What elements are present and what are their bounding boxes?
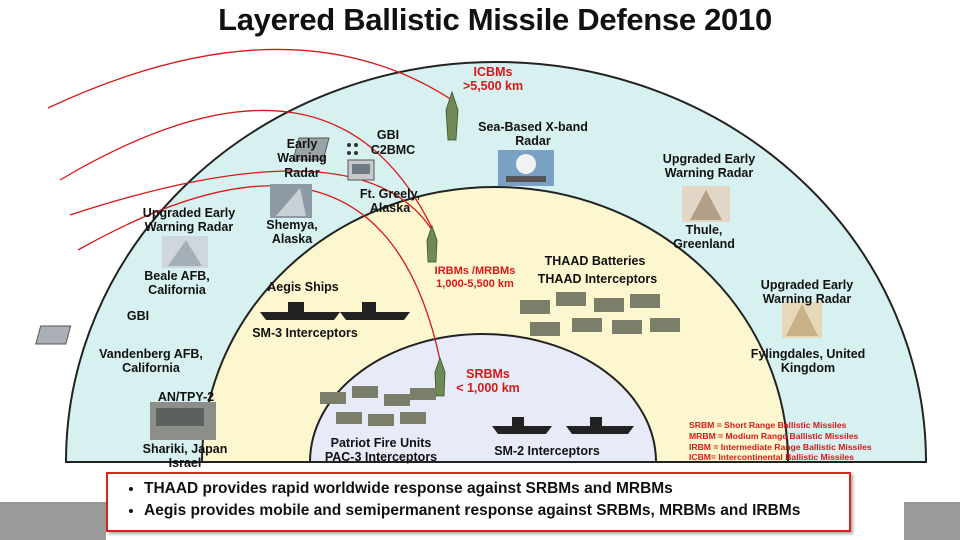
trajectory-icbm [47,48,453,109]
an-tpy2-radar-icon [150,402,216,440]
gbi-top-label: GBI [376,128,400,142]
irbm-tier-range: 1,000-5,500 km [436,277,514,290]
sea-based-label: Sea-Based X-band Radar [478,120,588,149]
aegis-ship-2-icon [340,302,410,320]
vandenberg-label: Vandenberg AFB, California [99,347,203,376]
upgraded-left-label: Upgraded Early Warning Radar [142,206,236,235]
irbm-tier-name: IRBMs /MRBMs [434,265,516,277]
thule-radar-icon [682,186,730,222]
trajectory-irbm-1 [59,109,433,229]
legend-item: MRBM = Modium Range Ballistic Missiles [689,430,859,441]
fylingdales-radar-icon [782,302,822,338]
shariki-label: Shariki, Japan Israel [142,442,228,471]
acronym-legend: SRBM = Short Range Ballistic Missiles MR… [689,420,872,463]
pac3-label: PAC-3 Interceptors [324,450,438,464]
thaad-units-icon [520,292,680,336]
gbi-launcher-top-icon [292,137,358,161]
diagram-title: Layered Ballistic Missile Defense 2010 [218,2,772,37]
patriot-units-icon [320,386,436,426]
sm2-label: SM-2 Interceptors [494,444,600,458]
an-tpy2-label: AN/TPY-2 [157,390,215,404]
icbm-tier-label: ICBMs >5,500 km [448,65,538,94]
icbm-tier-range: >5,500 km [462,79,524,94]
aegis-ship-1-icon [260,302,340,320]
aegis-ships-label: Aegis Ships [267,280,339,294]
sm2-ship-1-icon [492,417,552,434]
sea-based-radar-icon [498,150,554,186]
missile-irbm [426,224,438,263]
gbi-left-label: GBI [126,309,150,323]
sm3-label: SM-3 Interceptors [252,326,358,340]
footer-bar-left [0,502,106,540]
thaad-interceptors-label: THAAD Interceptors [537,272,658,286]
ft-greely-label: Ft. Greely, Alaska [359,187,421,216]
legend-item: IRBM = Intermediate Range Ballistic Miss… [689,441,872,452]
srbm-tier-label: SRBMs < 1,000 km [448,367,528,396]
irbm-tier-label: IRBMs /MRBMs 1,000-5,500 km [420,265,530,290]
patriot-label: Patriot Fire Units [330,436,432,450]
thaad-batteries-label: THAAD Batteries [544,254,646,268]
upgraded-fyl-label: Upgraded Early Warning Radar [760,278,854,307]
sm2-ship-2-icon [566,417,634,434]
trajectory-srbm [77,185,441,361]
summary-bullet: THAAD provides rapid worldwide response … [144,480,849,498]
missile-srbm [434,356,446,397]
summary-callout: THAAD provides rapid worldwide response … [106,472,851,532]
icbm-tier-name: ICBMs [473,65,513,79]
beale-label: Beale AFB, California [144,269,210,298]
early-warning-label: Early Warning Radar [277,137,327,180]
footer-bar-right [904,502,960,540]
beale-radar-icon [162,236,208,268]
c2bmc-icon [347,159,375,181]
gbi-vandenberg-icon [35,325,72,345]
summary-bullet: Aegis provides mobile and semipermanent … [144,502,849,520]
legend-item: ICBM= Intercontinental Ballistic Missile… [689,452,854,463]
summary-list: THAAD provides rapid worldwide response … [108,480,849,520]
c2bmc-label: C2BMC [370,143,416,157]
legend-item: SRBM = Short Range Ballistic Missiles [689,420,847,430]
srbm-tier-name: SRBMs [466,367,510,381]
fylingdales-label: Fylingdales, United Kingdom [750,347,866,376]
upgraded-thule-label: Upgraded Early Warning Radar [662,152,756,181]
shemya-label: Shemya, Alaska [266,218,318,247]
thule-label: Thule, Greenland [673,223,735,252]
missile-icbm [445,90,459,141]
shemya-radar-icon [270,184,312,218]
trajectory-irbm-2 [69,170,433,231]
srbm-tier-range: < 1,000 km [456,381,520,396]
